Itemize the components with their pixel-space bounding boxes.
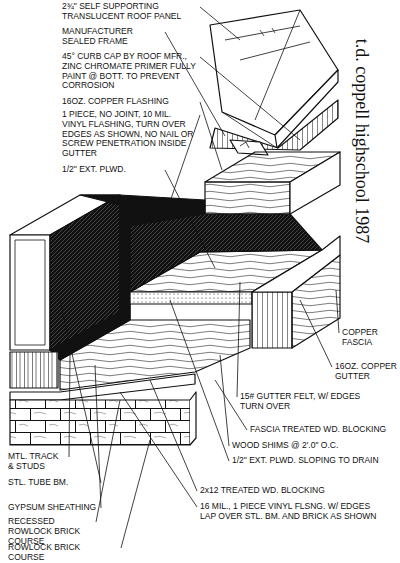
leader-line [120,392,197,507]
title-stamp: t.d. coppell highschool 1987 [351,11,373,271]
leader-line [121,440,150,548]
leader-line [170,300,229,461]
callout-label: FASCIA TREATED WD. BLOCKING [250,425,390,435]
leader-line [200,57,300,140]
callout-label: STL. TUBE BM. [8,478,98,488]
callout-label: 1 PIECE, NO JOINT, 10 MIL. VINYL FLASHIN… [62,110,197,159]
leader-line [150,380,197,491]
callout-label: GYPSUM SHEATHING [8,503,98,513]
callout-label: MTL. TRACK & STUDS [8,452,66,472]
leader-line [200,7,240,40]
callout-label: 2x12 TREATED WD. BLOCKING [200,486,385,496]
callout-label: 15# GUTTER FELT, W/ EDGES TURN OVER [240,392,380,412]
callout-label: 2¾" SELF SUPPORTING TRANSLUCENT ROOF PAN… [62,2,197,22]
callout-label: 45° CURB CAP BY ROOF MFR., ZINC CHROMATE… [62,52,197,91]
callout-label: 16OZ. COPPER GUTTER [335,362,397,382]
leader-line [96,400,120,522]
leader-line [220,355,229,446]
leader-line [200,102,222,170]
leader-line [300,300,332,367]
leader-line [165,170,215,268]
callout-label: COPPER FASCIA [342,328,397,348]
callout-label: 1/2" EXT. PLWD. [62,165,162,175]
callout-label: 16OZ. COPPER FLASHING [62,97,197,107]
leader-line [237,282,240,397]
callout-label: WOOD SHIMS @ 2'.0" O.C. [232,441,382,451]
callout-label: ROWLOCK BRICK COURSE [8,543,118,563]
callout-label: RECESSED ROWLOCK BRICK COURSE [8,517,93,546]
callout-label: MANUFACTURER SEALED FRAME [62,27,162,47]
leader-line [336,290,339,333]
leader-line [69,355,70,457]
leader-line [95,365,101,508]
leader-line [60,300,101,483]
callout-label: 16 MIL., 1 PIECE VINYL FLSNG. W/ EDGES L… [200,502,385,522]
callout-label: 1/2" EXT. PLWD. SLOPING TO DRAIN [232,456,382,466]
